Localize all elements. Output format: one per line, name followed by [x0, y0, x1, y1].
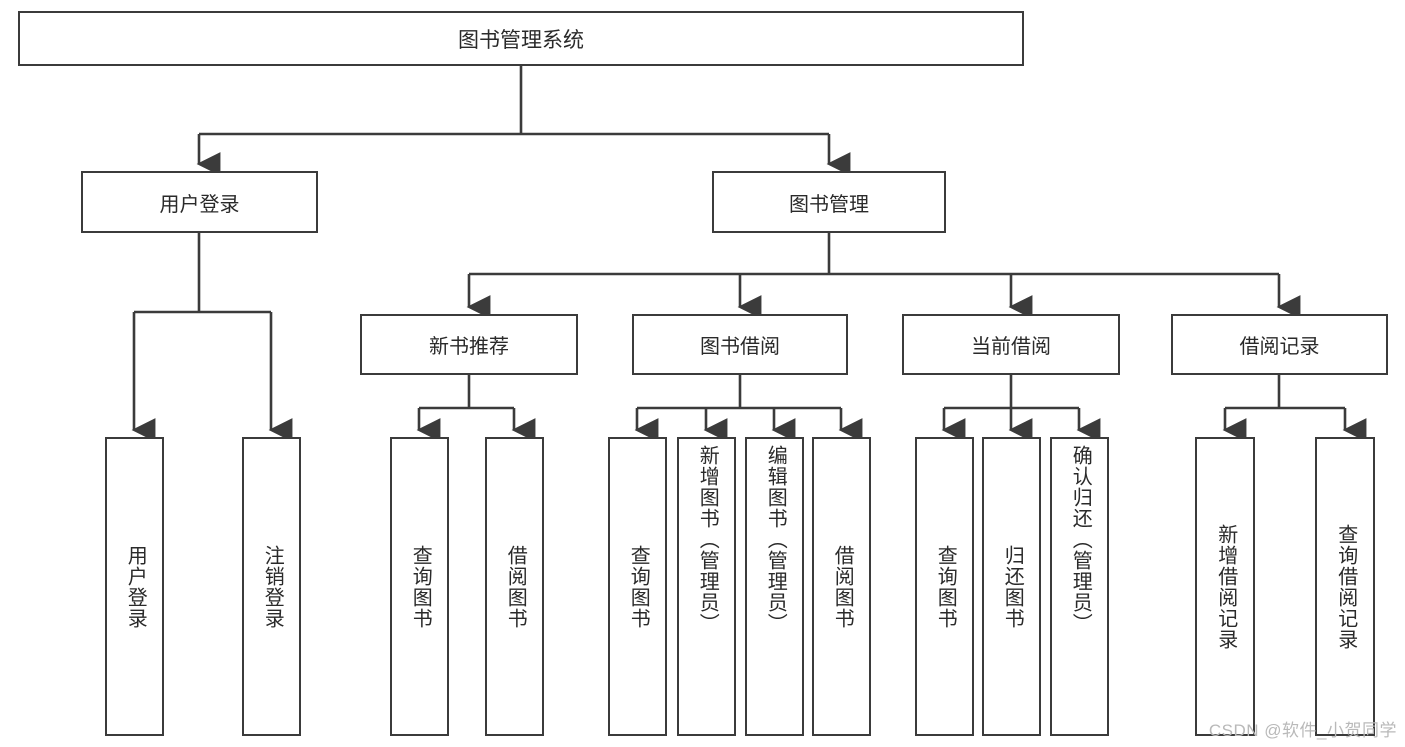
- leaf-inner: 借阅图书: [814, 439, 869, 734]
- leaf-book-borrow-add-book-admin[interactable]: 新增图书（管理员）: [677, 437, 736, 736]
- node-current-borrow[interactable]: 当前借阅: [902, 314, 1120, 375]
- node-label: 图书管理系统: [458, 28, 584, 52]
- leaf-inner: 编辑图书（管理员）: [747, 439, 802, 734]
- node-book-management[interactable]: 图书管理: [712, 171, 946, 233]
- leaf-label: 新增图书（管理员）: [696, 445, 719, 634]
- leaf-label: 查询借阅记录: [1334, 523, 1357, 650]
- node-root-book-management-system[interactable]: 图书管理系统: [18, 11, 1024, 66]
- leaf-label: 查询图书: [934, 544, 957, 629]
- leaf-inner: 查询借阅记录: [1317, 439, 1373, 734]
- leaf-inner: 注销登录: [244, 439, 299, 734]
- node-new-book-recommend[interactable]: 新书推荐: [360, 314, 578, 375]
- leaf-inner: 借阅图书: [487, 439, 542, 734]
- leaf-inner: 确认归还（管理员）: [1052, 439, 1107, 734]
- node-label: 图书管理: [789, 193, 869, 216]
- leaf-current-borrow-confirm-return-admin[interactable]: 确认归还（管理员）: [1050, 437, 1109, 736]
- leaf-label: 确认归还（管理员）: [1069, 445, 1092, 634]
- leaf-label: 归还图书: [1001, 544, 1024, 629]
- node-label: 当前借阅: [971, 336, 1051, 358]
- node-label: 借阅记录: [1239, 336, 1320, 358]
- leaf-book-borrow-edit-book-admin[interactable]: 编辑图书（管理员）: [745, 437, 804, 736]
- leaf-new-book-borrow-book[interactable]: 借阅图书: [485, 437, 544, 736]
- node-borrow-record[interactable]: 借阅记录: [1171, 314, 1388, 375]
- leaf-borrow-record-add-record[interactable]: 新增借阅记录: [1195, 437, 1255, 736]
- leaf-inner: 用户登录: [107, 439, 162, 734]
- leaf-new-book-query-book[interactable]: 查询图书: [390, 437, 449, 736]
- node-label: 用户登录: [159, 193, 240, 216]
- leaf-label: 借阅图书: [831, 544, 854, 629]
- leaf-inner: 新增图书（管理员）: [679, 439, 734, 734]
- leaf-label: 借阅图书: [504, 544, 527, 629]
- leaf-inner: 归还图书: [984, 439, 1039, 734]
- node-label: 图书借阅: [700, 336, 780, 358]
- watermark-text: CSDN @软件_小贺同学: [1208, 721, 1397, 740]
- node-user-login[interactable]: 用户登录: [81, 171, 318, 233]
- leaf-label: 查询图书: [409, 544, 432, 629]
- leaf-inner: 查询图书: [610, 439, 665, 734]
- leaf-book-borrow-borrow-book[interactable]: 借阅图书: [812, 437, 871, 736]
- leaf-user-login-logout[interactable]: 注销登录: [242, 437, 301, 736]
- leaf-label: 编辑图书（管理员）: [764, 445, 787, 634]
- leaf-label: 用户登录: [124, 544, 147, 629]
- leaf-inner: 查询图书: [392, 439, 447, 734]
- node-label: 新书推荐: [429, 336, 509, 358]
- leaf-label: 新增借阅记录: [1214, 523, 1237, 650]
- leaf-user-login-login[interactable]: 用户登录: [105, 437, 164, 736]
- leaf-inner: 查询图书: [917, 439, 972, 734]
- leaf-book-borrow-query-book[interactable]: 查询图书: [608, 437, 667, 736]
- leaf-current-borrow-query-book[interactable]: 查询图书: [915, 437, 974, 736]
- leaf-label: 注销登录: [261, 544, 284, 629]
- leaf-borrow-record-query-record[interactable]: 查询借阅记录: [1315, 437, 1375, 736]
- leaf-current-borrow-return-book[interactable]: 归还图书: [982, 437, 1041, 736]
- node-book-borrow[interactable]: 图书借阅: [632, 314, 848, 375]
- leaf-label: 查询图书: [627, 544, 650, 629]
- leaf-inner: 新增借阅记录: [1197, 439, 1253, 734]
